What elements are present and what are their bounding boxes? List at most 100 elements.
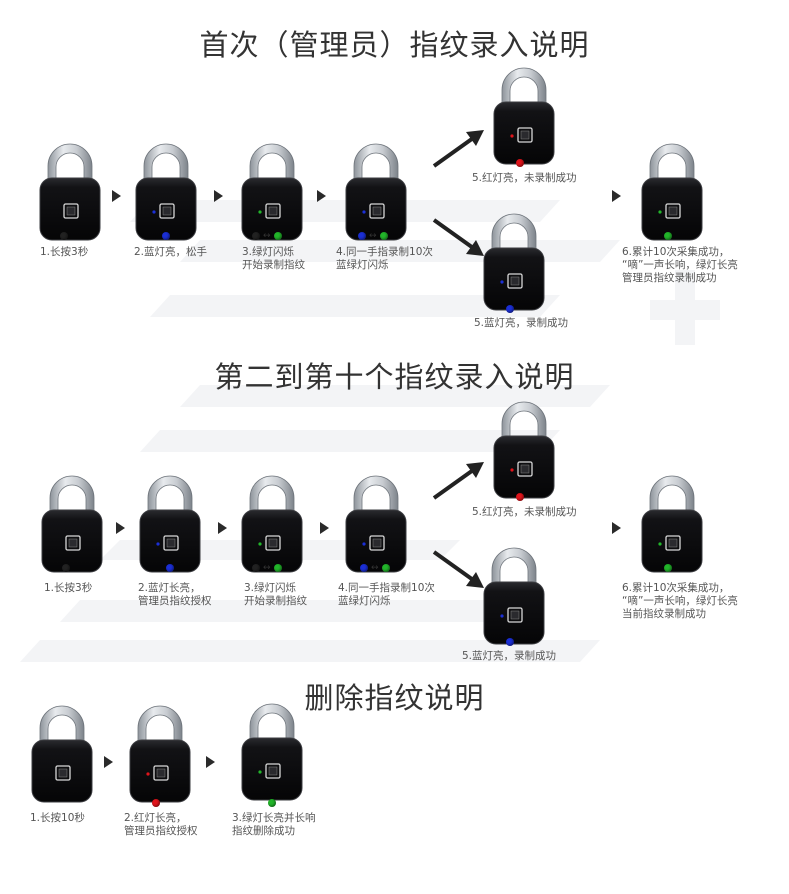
lock-s2-step1 — [36, 474, 108, 574]
caption-s3-step2: 2.红灯长亮，管理员指纹授权 — [124, 812, 198, 837]
caption-s2-step5b: 5.蓝灯亮，录制成功 — [462, 650, 557, 662]
step-arrow — [218, 522, 227, 534]
indicator-s2-step3: ↔ — [252, 562, 282, 574]
blue-led-icon — [162, 232, 170, 240]
black-led-icon — [252, 232, 260, 240]
black-led-icon — [60, 232, 68, 240]
diagonal-arrow-up — [432, 462, 484, 500]
lock-s3-step3 — [236, 702, 308, 802]
blue-led-icon — [506, 305, 514, 313]
padlock-icon — [493, 401, 555, 499]
caption-s1-step5b: 5.蓝灯亮，录制成功 — [474, 317, 569, 329]
caption-s3-step3: 3.绿灯长亮并长响指纹删除成功 — [232, 812, 316, 837]
padlock-icon — [139, 475, 201, 573]
indicator-s1-step2 — [162, 230, 170, 242]
diagonal-arrow-down — [432, 218, 484, 256]
red-led-icon — [516, 159, 524, 167]
step-arrow — [116, 522, 125, 534]
indicator-s1-step3: ↔ — [252, 230, 282, 242]
green-led-icon — [664, 564, 672, 572]
step-arrow — [206, 756, 215, 768]
caption-s2-step1: 1.长按3秒 — [44, 582, 93, 594]
padlock-icon — [641, 475, 703, 573]
lock-s3-step2 — [124, 704, 196, 804]
indicator-s1-step5a — [516, 157, 524, 169]
lock-s1-step3 — [236, 142, 308, 242]
step-arrow — [104, 756, 113, 768]
indicator-s1-step5b — [506, 303, 514, 315]
blue-led-icon — [358, 232, 366, 240]
caption-s2-step6: 6.累计10次采集成功，“嘀”一声长响，绿灯长亮当前指纹录制成功 — [622, 582, 738, 620]
padlock-icon — [493, 67, 555, 165]
green-led-icon — [664, 232, 672, 240]
padlock-icon — [31, 705, 93, 803]
padlock-icon — [135, 143, 197, 241]
indicator-s3-step2 — [152, 797, 160, 809]
indicator-s1-step1 — [60, 230, 68, 242]
lock-s2-step4 — [340, 474, 412, 574]
lock-s1-step2 — [130, 142, 202, 242]
section-title-second-to-tenth: 第二到第十个指纹录入说明 — [214, 360, 575, 394]
caption-s2-step5a: 5.红灯亮，未录制成功 — [472, 506, 577, 518]
indicator-s2-step1 — [62, 562, 70, 574]
black-led-icon — [62, 564, 70, 572]
blue-led-icon — [166, 564, 174, 572]
caption-s2-step3: 3.绿灯闪烁开始录制指纹 — [244, 582, 307, 607]
green-led-icon — [273, 232, 282, 240]
black-led-icon — [252, 564, 260, 572]
caption-s1-step2: 2.蓝灯亮，松手 — [134, 246, 208, 258]
green-led-icon — [381, 564, 390, 572]
padlock-icon — [483, 547, 545, 645]
alternate-arrow-icon: ↔ — [371, 563, 379, 573]
lock-s2-step5b — [478, 546, 550, 646]
red-led-icon — [516, 493, 524, 501]
padlock-icon — [345, 475, 407, 573]
step-arrow — [612, 190, 621, 202]
caption-s2-step2: 2.蓝灯长亮，管理员指纹授权 — [138, 582, 212, 607]
step-arrow — [320, 522, 329, 534]
green-led-icon — [379, 232, 388, 240]
lock-s2-step5a — [488, 400, 560, 500]
red-led-icon — [152, 799, 160, 807]
step-arrow — [112, 190, 121, 202]
padlock-icon — [241, 143, 303, 241]
lock-s1-step5a — [488, 66, 560, 166]
green-led-icon — [268, 799, 276, 807]
step-arrow — [317, 190, 326, 202]
alternate-arrow-icon: ↔ — [263, 563, 271, 573]
alternate-arrow-icon: ↔ — [369, 231, 377, 241]
padlock-icon — [241, 475, 303, 573]
lock-s2-step2 — [134, 474, 206, 574]
lock-s1-step6 — [636, 142, 708, 242]
lock-s1-step1 — [34, 142, 106, 242]
indicator-s2-step4: ↔ — [360, 562, 390, 574]
diagonal-arrow-down — [432, 550, 484, 588]
blue-led-icon — [360, 564, 368, 572]
indicator-s2-step5a — [516, 491, 524, 503]
indicator-s2-step5b — [506, 636, 514, 648]
indicator-s1-step6 — [664, 230, 672, 242]
blue-led-icon — [506, 638, 514, 646]
alternate-arrow-icon: ↔ — [263, 231, 271, 241]
indicator-s2-step2 — [166, 562, 174, 574]
caption-s1-step1: 1.长按3秒 — [40, 246, 89, 258]
step-arrow — [612, 522, 621, 534]
padlock-icon — [129, 705, 191, 803]
lock-s2-step6 — [636, 474, 708, 574]
lock-s3-step1 — [26, 704, 98, 804]
lock-s1-step5b — [478, 212, 550, 312]
padlock-icon — [39, 143, 101, 241]
padlock-icon — [41, 475, 103, 573]
caption-s3-step1: 1.长按10秒 — [30, 812, 85, 824]
padlock-icon — [345, 143, 407, 241]
section-title-first-admin: 首次（管理员）指纹录入说明 — [199, 28, 590, 62]
green-led-icon — [273, 564, 282, 572]
caption-s1-step5a: 5.红灯亮，未录制成功 — [472, 172, 577, 184]
caption-s1-step6: 6.累计10次采集成功，“嘀”一声长响，绿灯长亮管理员指纹录制成功 — [622, 246, 738, 284]
padlock-icon — [641, 143, 703, 241]
lock-s1-step4 — [340, 142, 412, 242]
indicator-s1-step4: ↔ — [358, 230, 388, 242]
section-title-delete: 删除指纹说明 — [304, 681, 485, 715]
step-arrow — [214, 190, 223, 202]
